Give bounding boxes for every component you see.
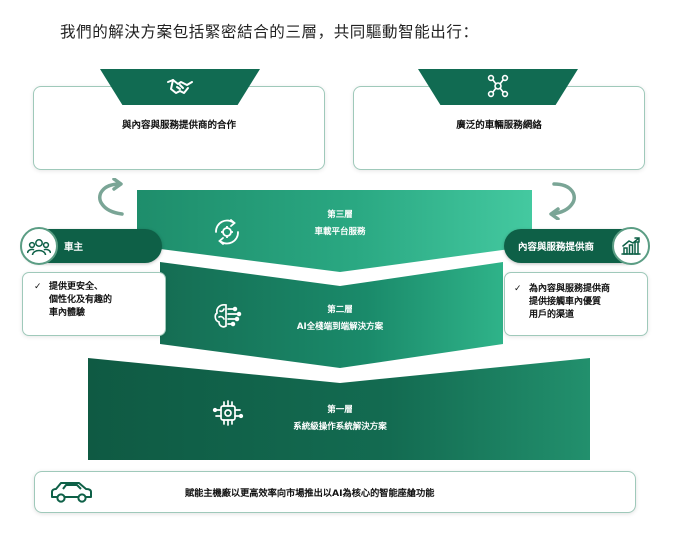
car-owner-label: 車主 — [64, 242, 84, 253]
growth-chart-icon — [612, 227, 650, 265]
layer-3-subtitle: 車載平台服務 — [314, 227, 366, 237]
content-provider-label: 內容與服務提供商 — [518, 242, 595, 253]
network-icon — [484, 72, 512, 100]
layer-1-title: 第一層 — [327, 405, 353, 415]
car-icon — [49, 480, 93, 504]
gear-cycle-icon — [212, 217, 242, 247]
layer-2-title: 第二層 — [327, 305, 353, 315]
layer-3-shape — [137, 190, 532, 272]
layer-2-shape — [160, 262, 503, 368]
oem-enablement-box: 賦能主機廠以更高效率向市場推出以AI為核心的智能座艙功能 — [34, 471, 636, 513]
left-curved-arrow-icon — [92, 177, 128, 220]
right-curved-arrow-icon — [546, 178, 582, 221]
service-network-label: 廣泛的車輛服務網絡 — [456, 120, 542, 131]
layer-3-title: 第三層 — [327, 210, 353, 220]
layer-1-shape — [88, 358, 590, 460]
layer-1-label: 第一層 系統級操作系統解決方案 — [250, 402, 430, 436]
partnership-tab — [100, 69, 260, 105]
handshake-icon — [166, 72, 194, 100]
content-provider-benefit-box: ✓ 為內容與服務提供商 提供接觸車內優質 用戶的渠道 — [504, 272, 648, 336]
ai-brain-icon — [211, 300, 243, 332]
layer-3-label: 第三層 車載平台服務 — [260, 207, 420, 241]
partnership-box: 與內容與服務提供商的合作 — [33, 86, 325, 170]
car-owner-benefit-text: 提供更安全、 個性化及有趣的 車內體驗 — [49, 282, 113, 318]
content-provider-benefit-text: 為內容與服務提供商 提供接觸車內優質 用戶的渠道 — [529, 284, 611, 320]
users-icon — [20, 227, 58, 265]
layer-2-subtitle: AI全棧端到端解決方案 — [296, 322, 384, 332]
car-owner-benefit-box: ✓ 提供更安全、 個性化及有趣的 車內體驗 — [22, 272, 166, 336]
oem-enablement-text: 賦能主機廠以更高效率向市場推出以AI為核心的智能座艙功能 — [185, 488, 435, 499]
check-icon: ✓ — [34, 282, 42, 292]
service-network-tab — [418, 69, 578, 105]
page-title: 我們的解決方案包括緊密結合的三層，共同驅動智能出行： — [60, 23, 479, 41]
chip-system-icon — [211, 398, 245, 428]
check-icon: ✓ — [514, 284, 522, 294]
partnership-label: 與內容與服務提供商的合作 — [121, 120, 236, 131]
layer-1-subtitle: 系統級操作系統解決方案 — [293, 422, 387, 432]
layer-2-label: 第二層 AI全棧端到端解決方案 — [250, 302, 430, 336]
